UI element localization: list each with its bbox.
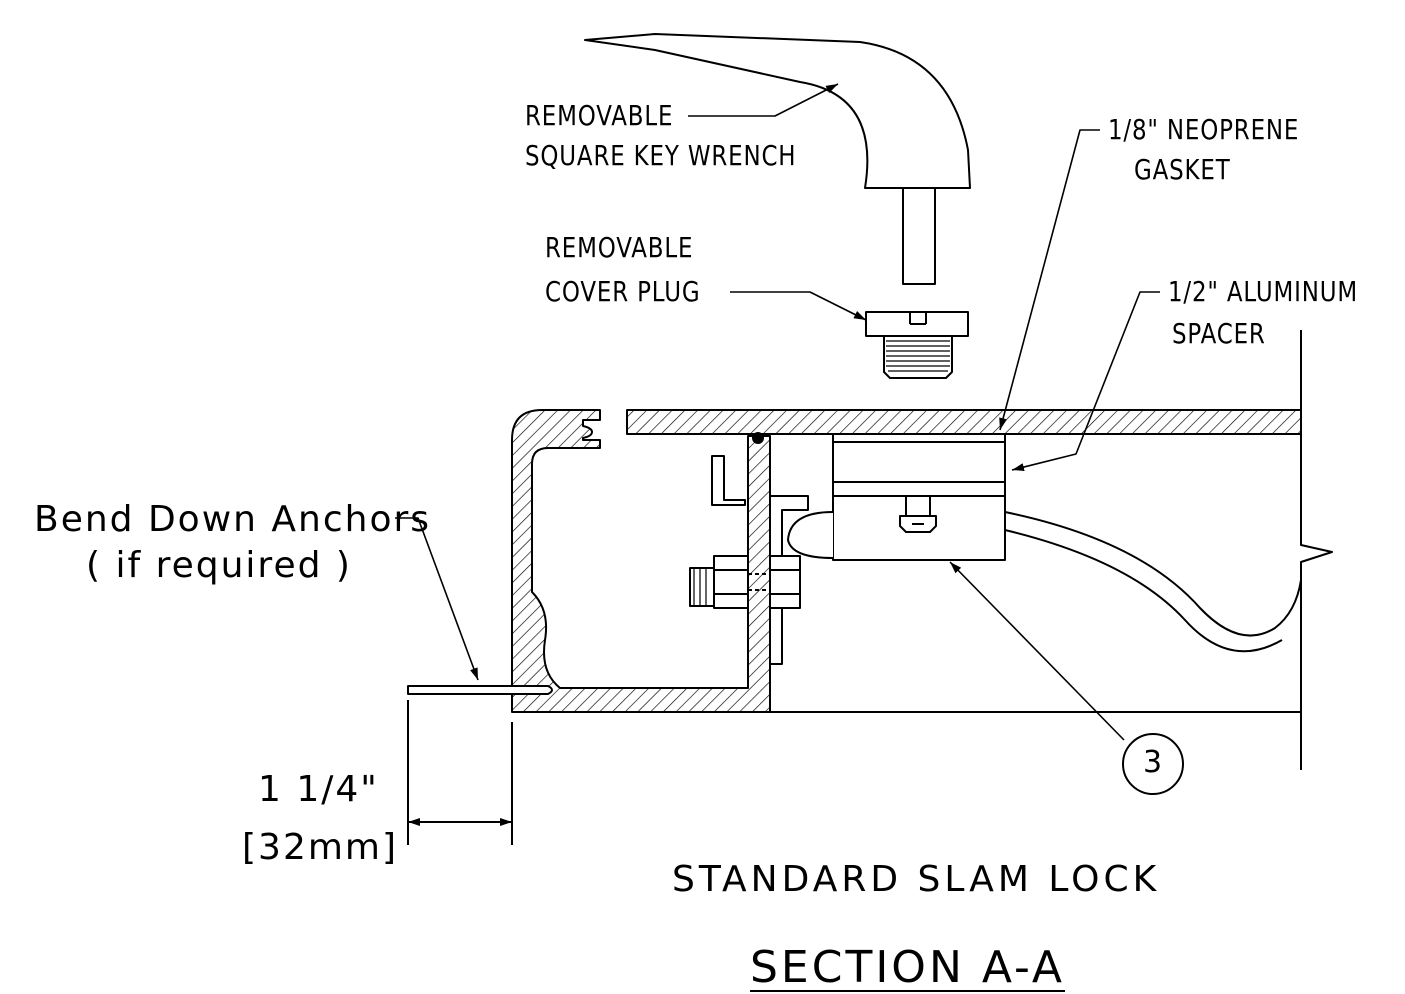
bolt-assembly [689, 555, 801, 609]
label-anchors-1: Bend Down Anchors [34, 499, 432, 540]
key-wrench [584, 33, 971, 285]
dimension-1-1-4 [407, 700, 513, 845]
drawing-subtitle: STANDARD SLAM LOCK [672, 859, 1161, 900]
label-gasket-1: 1/8" NEOPRENE [1108, 113, 1300, 146]
callout-bubble [1122, 733, 1184, 795]
label-cover-plug-1: REMOVABLE [545, 231, 694, 264]
label-key-wrench-1: REMOVABLE [525, 99, 674, 132]
cover-plug [865, 311, 969, 379]
label-key-wrench-2: SQUARE KEY WRENCH [525, 139, 797, 172]
break-line [1300, 330, 1333, 770]
mounting-bracket [711, 455, 809, 665]
label-cover-plug-2: COVER PLUG [545, 275, 701, 308]
channel-frame [511, 409, 771, 713]
leader-lines [395, 83, 1160, 741]
bend-down-anchor [407, 685, 553, 695]
label-spacer-1: 1/2" ALUMINUM [1168, 275, 1359, 308]
dimension-imperial: 1 1/4" [258, 769, 379, 810]
lock-cable [1004, 511, 1302, 653]
drawing-title: SECTION A-A [750, 942, 1065, 993]
label-gasket-2: GASKET [1134, 153, 1231, 186]
cover-plate [626, 409, 1302, 435]
slam-lock-body [787, 433, 1006, 561]
label-spacer-2: SPACER [1172, 317, 1266, 350]
callout-number: 3 [1143, 745, 1163, 780]
dimension-metric: [32mm] [242, 827, 399, 868]
label-anchors-2: ( if required ) [86, 545, 352, 586]
pivot-pin [752, 432, 764, 444]
